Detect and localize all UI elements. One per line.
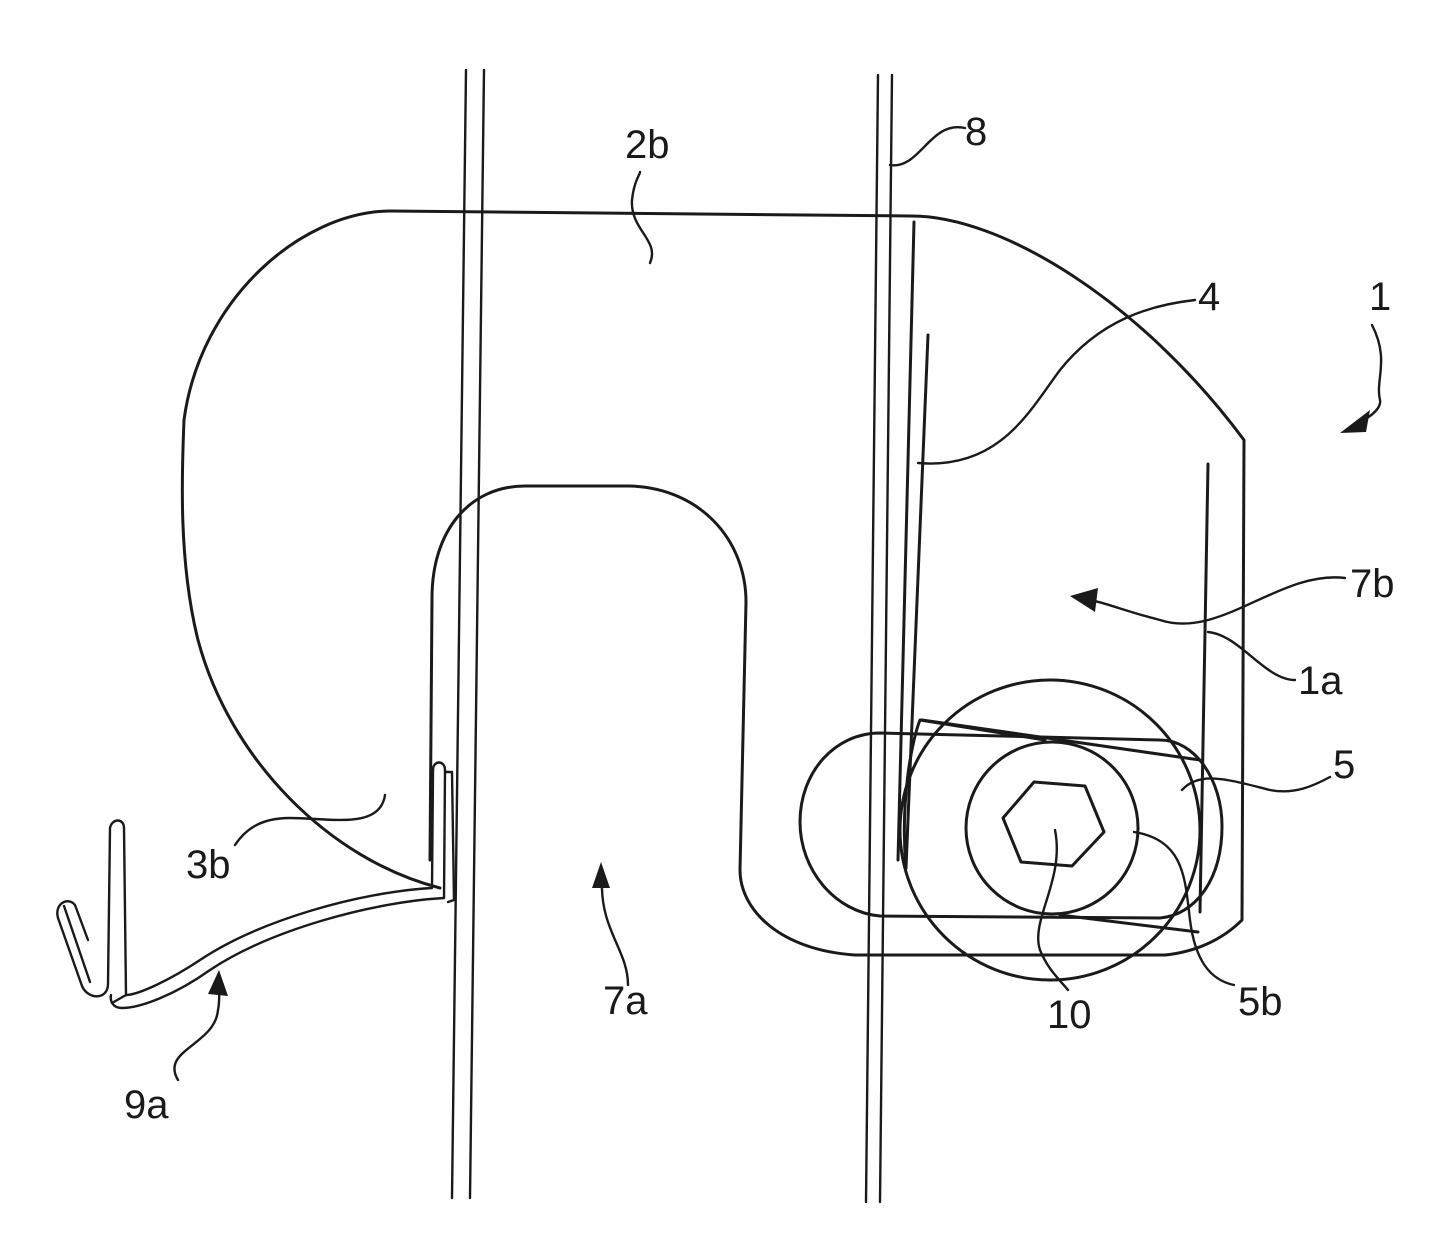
label-4: 4	[1198, 275, 1220, 319]
spring-4	[898, 222, 1200, 932]
label-5: 5	[1333, 743, 1355, 787]
right-rail	[866, 75, 892, 1202]
slot	[800, 733, 1222, 918]
part-1a-line	[1200, 464, 1208, 912]
pin-5	[966, 742, 1138, 914]
label-7b: 7b	[1350, 562, 1395, 606]
label-5b: 5b	[1238, 980, 1283, 1024]
label-10: 10	[1047, 993, 1092, 1037]
hex-screw-10	[1003, 782, 1104, 866]
left-rail	[452, 70, 484, 1198]
label-1: 1	[1369, 275, 1391, 319]
label-1a: 1a	[1298, 659, 1343, 703]
label-2b: 2b	[625, 123, 670, 167]
label-8: 8	[965, 110, 987, 154]
label-9a: 9a	[124, 1083, 169, 1127]
leaders	[174, 127, 1381, 1080]
label-7a: 7a	[603, 979, 648, 1023]
label-3b: 3b	[186, 843, 231, 887]
clip-9a	[57, 763, 454, 1009]
body-outline	[182, 211, 1244, 955]
